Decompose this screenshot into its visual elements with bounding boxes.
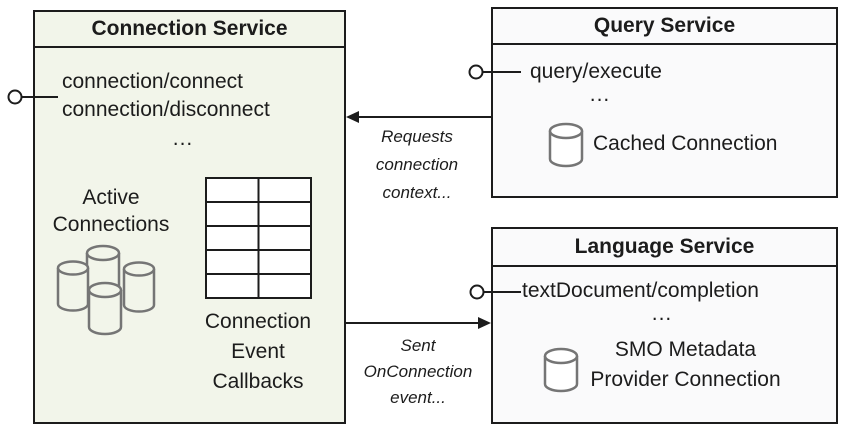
requests-connection-context-label: Requests connection context... [375,127,459,202]
language-service-methods: textDocument/completion [522,277,759,305]
connection-service-box: Connection Service connection/connect co… [33,10,346,424]
language-service-title: Language Service [493,229,836,267]
language-methods-ellipsis: ... [651,302,673,325]
callback-table-icon [205,177,312,299]
method-connection-disconnect: connection/disconnect [62,98,270,121]
connection-service-title: Connection Service [35,12,344,48]
query-methods-ellipsis: ... [589,83,611,106]
connection-service-methods: connection/connect connection/disconnect [62,68,270,124]
query-service-title: Query Service [493,9,836,45]
method-query-execute: query/execute [530,60,662,83]
sent-event-arrow-icon [346,317,491,329]
cached-connection-label: Cached Connection [593,132,778,155]
database-cluster-icon [56,244,156,336]
method-textdocument-completion: textDocument/completion [522,279,759,302]
query-service-methods: query/execute [530,58,662,86]
database-icon [543,347,579,393]
cluster-front-cylinder [87,281,123,336]
database-icon [548,122,584,168]
active-connections-label: Active Connections [52,186,170,236]
requests-connection-arrow-icon [346,111,491,123]
cluster-left-cylinder [56,260,90,312]
language-service-box: Language Service textDocument/completion… [491,227,838,424]
sent-onconnection-event-label: Sent OnConnection event... [363,336,473,407]
query-service-box: Query Service query/execute ... Cached C… [491,7,838,198]
smo-metadata-provider-connection-label: SMO Metadata Provider Connection [590,338,781,391]
connection-event-callbacks-label: Connection Event Callbacks [204,310,312,393]
cluster-right-cylinder [122,261,156,313]
connection-methods-ellipsis: ... [172,127,194,150]
method-connection-connect: connection/connect [62,70,243,93]
